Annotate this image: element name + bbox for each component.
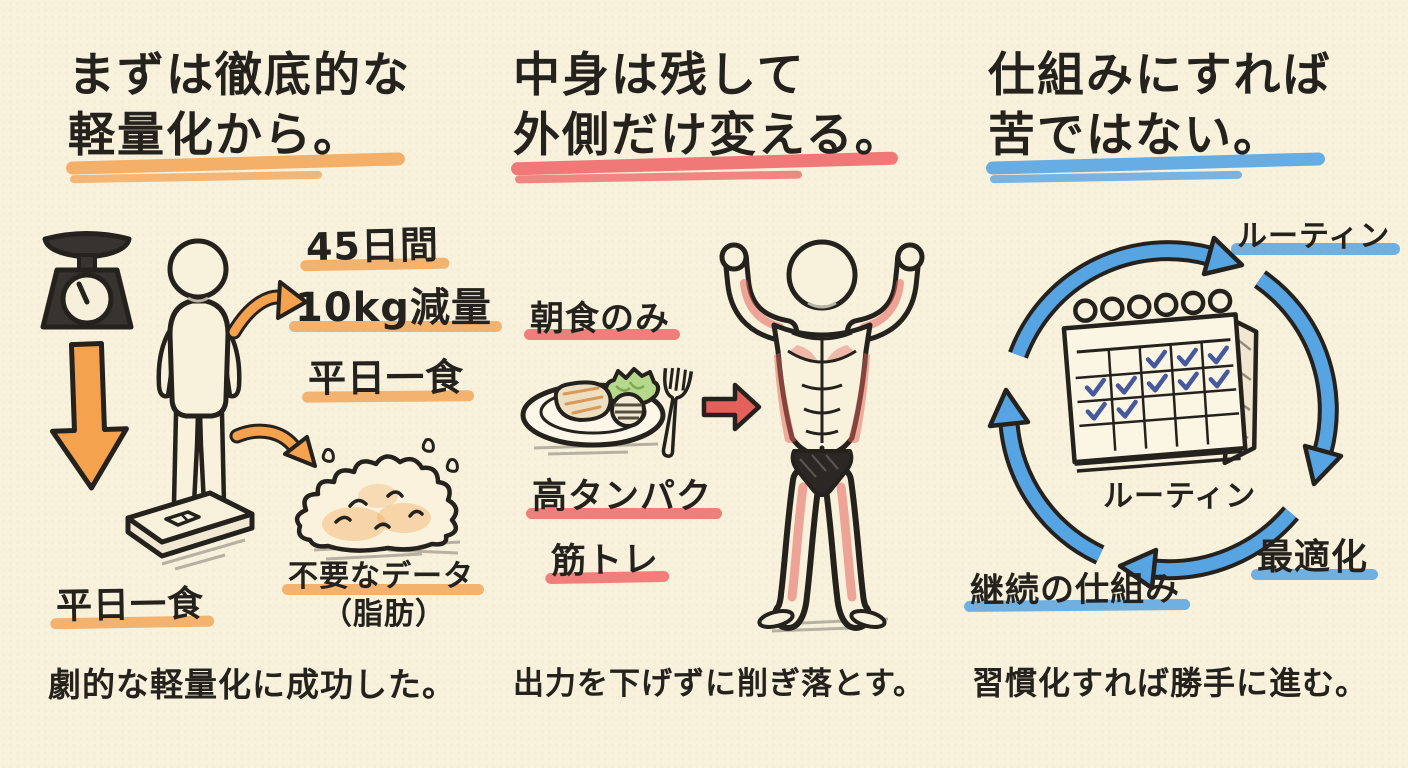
- red-highlight: [524, 329, 680, 341]
- label-one-meal-weekdays: 平日一食: [302, 355, 475, 403]
- panel1-title: まずは徹底的な 軽量化から。: [65, 46, 411, 184]
- muscular-figure: [719, 239, 925, 633]
- label-strength-training: 筋トレ: [545, 540, 670, 584]
- panel3-title: 仕組みにすれば 苦ではない。: [985, 46, 1332, 184]
- label-routine-top: ルーティン: [1231, 220, 1401, 255]
- panel1-title-line2: 軽量化から。: [65, 106, 411, 184]
- label-unneeded-data: 不要なデータ: [282, 560, 484, 595]
- orange-highlight: [282, 584, 484, 595]
- red-highlight: [526, 507, 723, 519]
- curved-arrow-top-icon: [226, 280, 308, 340]
- label-continuity-system: 継続の仕組み: [964, 569, 1191, 613]
- right-arrow-icon: [701, 382, 762, 432]
- panel2-title: 中身は残して 外側だけ変える。: [510, 46, 904, 184]
- calendar-icon: [1061, 288, 1259, 473]
- label-10kg-loss: 10kg減量: [289, 286, 502, 332]
- panel3-caption: 習慣化すれば勝手に進む。: [972, 664, 1369, 702]
- panel1-caption: 劇的な軽量化に成功した。: [48, 665, 456, 704]
- kitchen-scale-icon: [40, 231, 134, 330]
- bathroom-scale-icon: [125, 490, 255, 571]
- label-optimization: 最適化: [1251, 538, 1379, 580]
- panel3-title-line1: 仕組みにすれば: [988, 48, 1332, 103]
- panel3-title-line2: 苦ではない。: [985, 106, 1331, 184]
- curved-arrow-bottom-icon: [229, 423, 317, 468]
- panel2-title-line1: 中身は残して: [513, 48, 806, 103]
- label-routine-center: ルーティン: [1103, 479, 1257, 514]
- orange-highlight: [289, 321, 502, 332]
- label-45-days: 45日間: [300, 223, 450, 272]
- label-breakfast-only: 朝食のみ: [524, 300, 680, 341]
- blue-highlight: [1231, 243, 1401, 255]
- label-fat: （脂肪）: [322, 597, 446, 632]
- panel2-caption: 出力を下げずに削ぎ落とす。: [513, 666, 925, 702]
- down-arrow-icon: [49, 341, 129, 491]
- cycle-arrows-icon: [987, 235, 1344, 591]
- blue-highlight: [1251, 568, 1379, 580]
- panel2-title-line2: 外側だけ変える。: [510, 106, 904, 184]
- label-one-meal-weekdays-2: 平日一食: [50, 584, 215, 629]
- meal-plate-icon: [520, 367, 694, 458]
- panel1-title-line1: まずは徹底的な: [68, 48, 411, 103]
- label-high-protein: 高タンパク: [526, 478, 723, 519]
- fat-blob-icon: [294, 438, 461, 561]
